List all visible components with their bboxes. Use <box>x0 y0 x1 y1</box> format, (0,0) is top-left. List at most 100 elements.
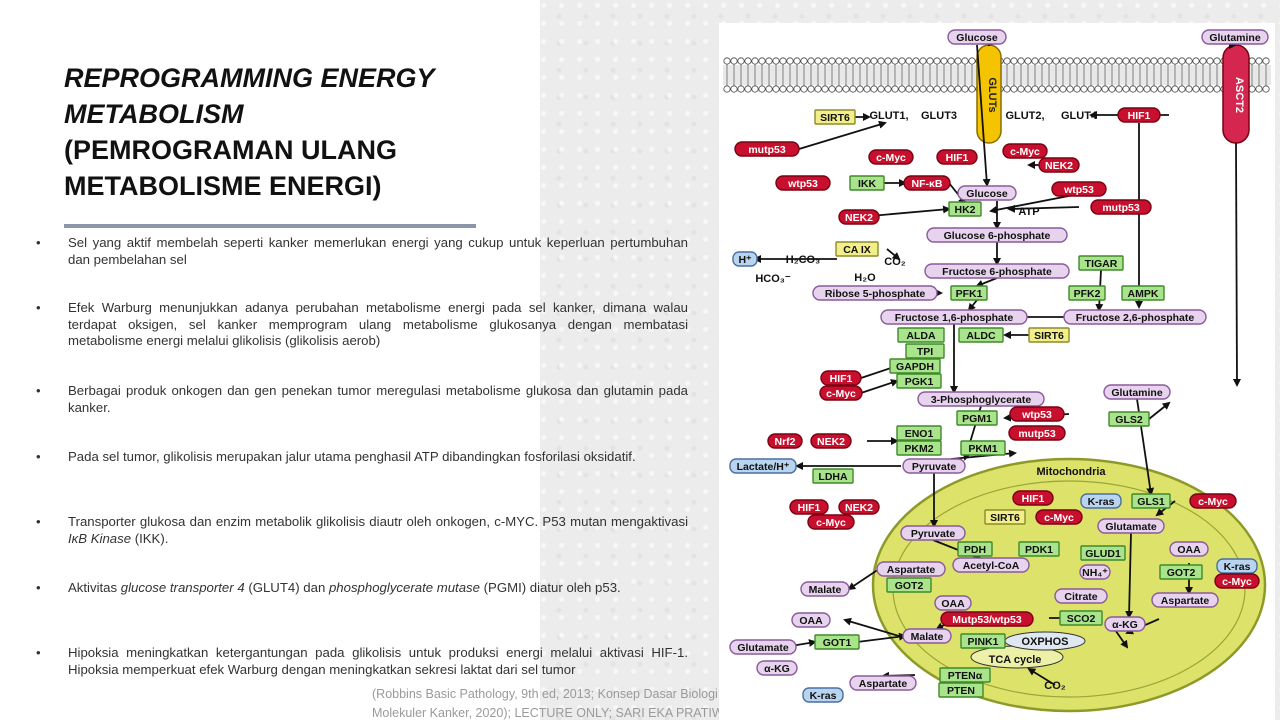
lipid-head <box>926 85 934 93</box>
node-atp: ATP <box>1018 206 1039 218</box>
lipid-head <box>905 85 913 93</box>
lipid-head <box>1094 85 1102 93</box>
node-label: IKK <box>858 178 877 190</box>
node-label: mutp53 <box>748 144 786 156</box>
lipid-head <box>1066 57 1074 65</box>
lipid-head <box>940 57 948 65</box>
lipid-head <box>772 57 780 65</box>
pathway-arrow <box>976 44 991 187</box>
node-glutamate-out: Glutamate <box>729 639 797 655</box>
lipid-head <box>751 57 759 65</box>
node-box <box>1214 573 1260 589</box>
node-label: c-Myc <box>816 517 846 529</box>
node-box <box>957 185 1017 201</box>
node-label: PDH <box>964 544 986 556</box>
bullet-dot: • <box>36 235 41 250</box>
lipid-head <box>1031 85 1039 93</box>
node-hk2: HK2 <box>948 201 982 217</box>
node-box <box>1028 327 1070 343</box>
node-label: Glucose <box>966 188 1008 200</box>
lipid-head <box>828 57 836 65</box>
node-box <box>1117 107 1161 123</box>
lipid-head <box>968 85 976 93</box>
lipid-head <box>723 57 731 65</box>
node-label: HIF1 <box>798 502 821 514</box>
node-pfk2: PFK2 <box>1068 285 1106 301</box>
node-box <box>1159 564 1203 580</box>
node-sco2: SCO2 <box>1059 610 1103 626</box>
node-box <box>756 660 798 676</box>
node-label: GOT2 <box>1167 567 1196 579</box>
node-gapdh: GAPDH <box>889 358 941 374</box>
node-box <box>1104 616 1146 632</box>
lipid-head <box>912 85 920 93</box>
lipid-head <box>800 85 808 93</box>
pathway-arrow <box>886 248 901 261</box>
node-label: Aspartate <box>1161 595 1210 607</box>
bullet-text: Pada sel tumor, glikolisis merupakan jal… <box>68 449 636 464</box>
lipid-head <box>1003 85 1011 93</box>
node-box <box>800 581 850 597</box>
node-label: Mutp53/wtp53 <box>952 614 1022 626</box>
bullet-dot: • <box>36 300 41 315</box>
node-label: H₂O <box>854 272 876 284</box>
node-aspartate-r: Aspartate <box>1151 592 1219 608</box>
node-got1: GOT1 <box>814 634 860 650</box>
node-box <box>810 433 852 449</box>
pathway-arrow <box>856 632 907 643</box>
node-box <box>775 175 831 191</box>
node-pkm2: PKM2 <box>896 440 942 456</box>
node-label: Malate <box>809 584 842 596</box>
node-label: Aspartate <box>859 678 908 690</box>
node-citrate: Citrate <box>1054 588 1108 604</box>
bullet-text: Transporter glukosa dan enzim metabolik … <box>68 514 688 546</box>
node-nrf2: Nrf2 <box>767 433 803 449</box>
lipid-head <box>849 85 857 93</box>
lipid-head <box>1213 57 1221 65</box>
lipid-head <box>800 57 808 65</box>
lipid-head <box>940 85 948 93</box>
lipid-head <box>1248 85 1256 93</box>
node-label: GLUT2, <box>1005 110 1044 122</box>
node-label: Glutamine <box>1209 32 1261 44</box>
lipid-head <box>1010 85 1018 93</box>
node-box <box>900 525 966 541</box>
node-glutamine-out: Glutamine <box>1201 29 1269 45</box>
node-label: H⁺ <box>738 254 752 266</box>
pathway-arrow <box>798 120 887 150</box>
node-ampk: AMPK <box>1121 285 1165 301</box>
lipid-head <box>1087 85 1095 93</box>
node-cmyc-b: c-Myc <box>1002 143 1048 159</box>
bullet-item: • Hipoksia meningkatkan ketergantungan p… <box>36 645 688 678</box>
lipid-head <box>1129 85 1137 93</box>
lipid-head <box>856 57 864 65</box>
pathway-arrow <box>975 277 998 288</box>
node-label: SIRT6 <box>990 512 1020 524</box>
node-hif1-a: HIF1 <box>1117 107 1161 123</box>
lipid-head <box>954 57 962 65</box>
node-pgm1: PGM1 <box>956 410 998 426</box>
lipid-head <box>1122 57 1130 65</box>
lipid-head <box>933 57 941 65</box>
node-glucose-in: Glucose <box>957 185 1017 201</box>
node-pyruvate: Pyruvate <box>902 458 966 474</box>
node-box <box>960 440 1006 456</box>
node-box <box>1103 384 1171 400</box>
node-nh4: NH₄⁺ <box>1079 564 1111 580</box>
node-malate-m: Malate <box>902 628 952 644</box>
node-glut2: GLUT2, <box>1005 110 1044 122</box>
node-aspartate-out: Aspartate <box>849 675 917 691</box>
lipid-head <box>730 85 738 93</box>
node-glucose-out: Glucose <box>947 29 1007 45</box>
node-r5p: Ribose 5-phosphate <box>812 285 938 301</box>
lipid-head <box>1059 57 1067 65</box>
lipid-head <box>905 57 913 65</box>
lipid-head <box>870 57 878 65</box>
lipid-head <box>968 57 976 65</box>
node-label: GLS2 <box>1115 414 1143 426</box>
node-box <box>938 682 984 698</box>
node-malate-out: Malate <box>800 581 850 597</box>
node-kras-c: K-ras <box>802 687 844 703</box>
